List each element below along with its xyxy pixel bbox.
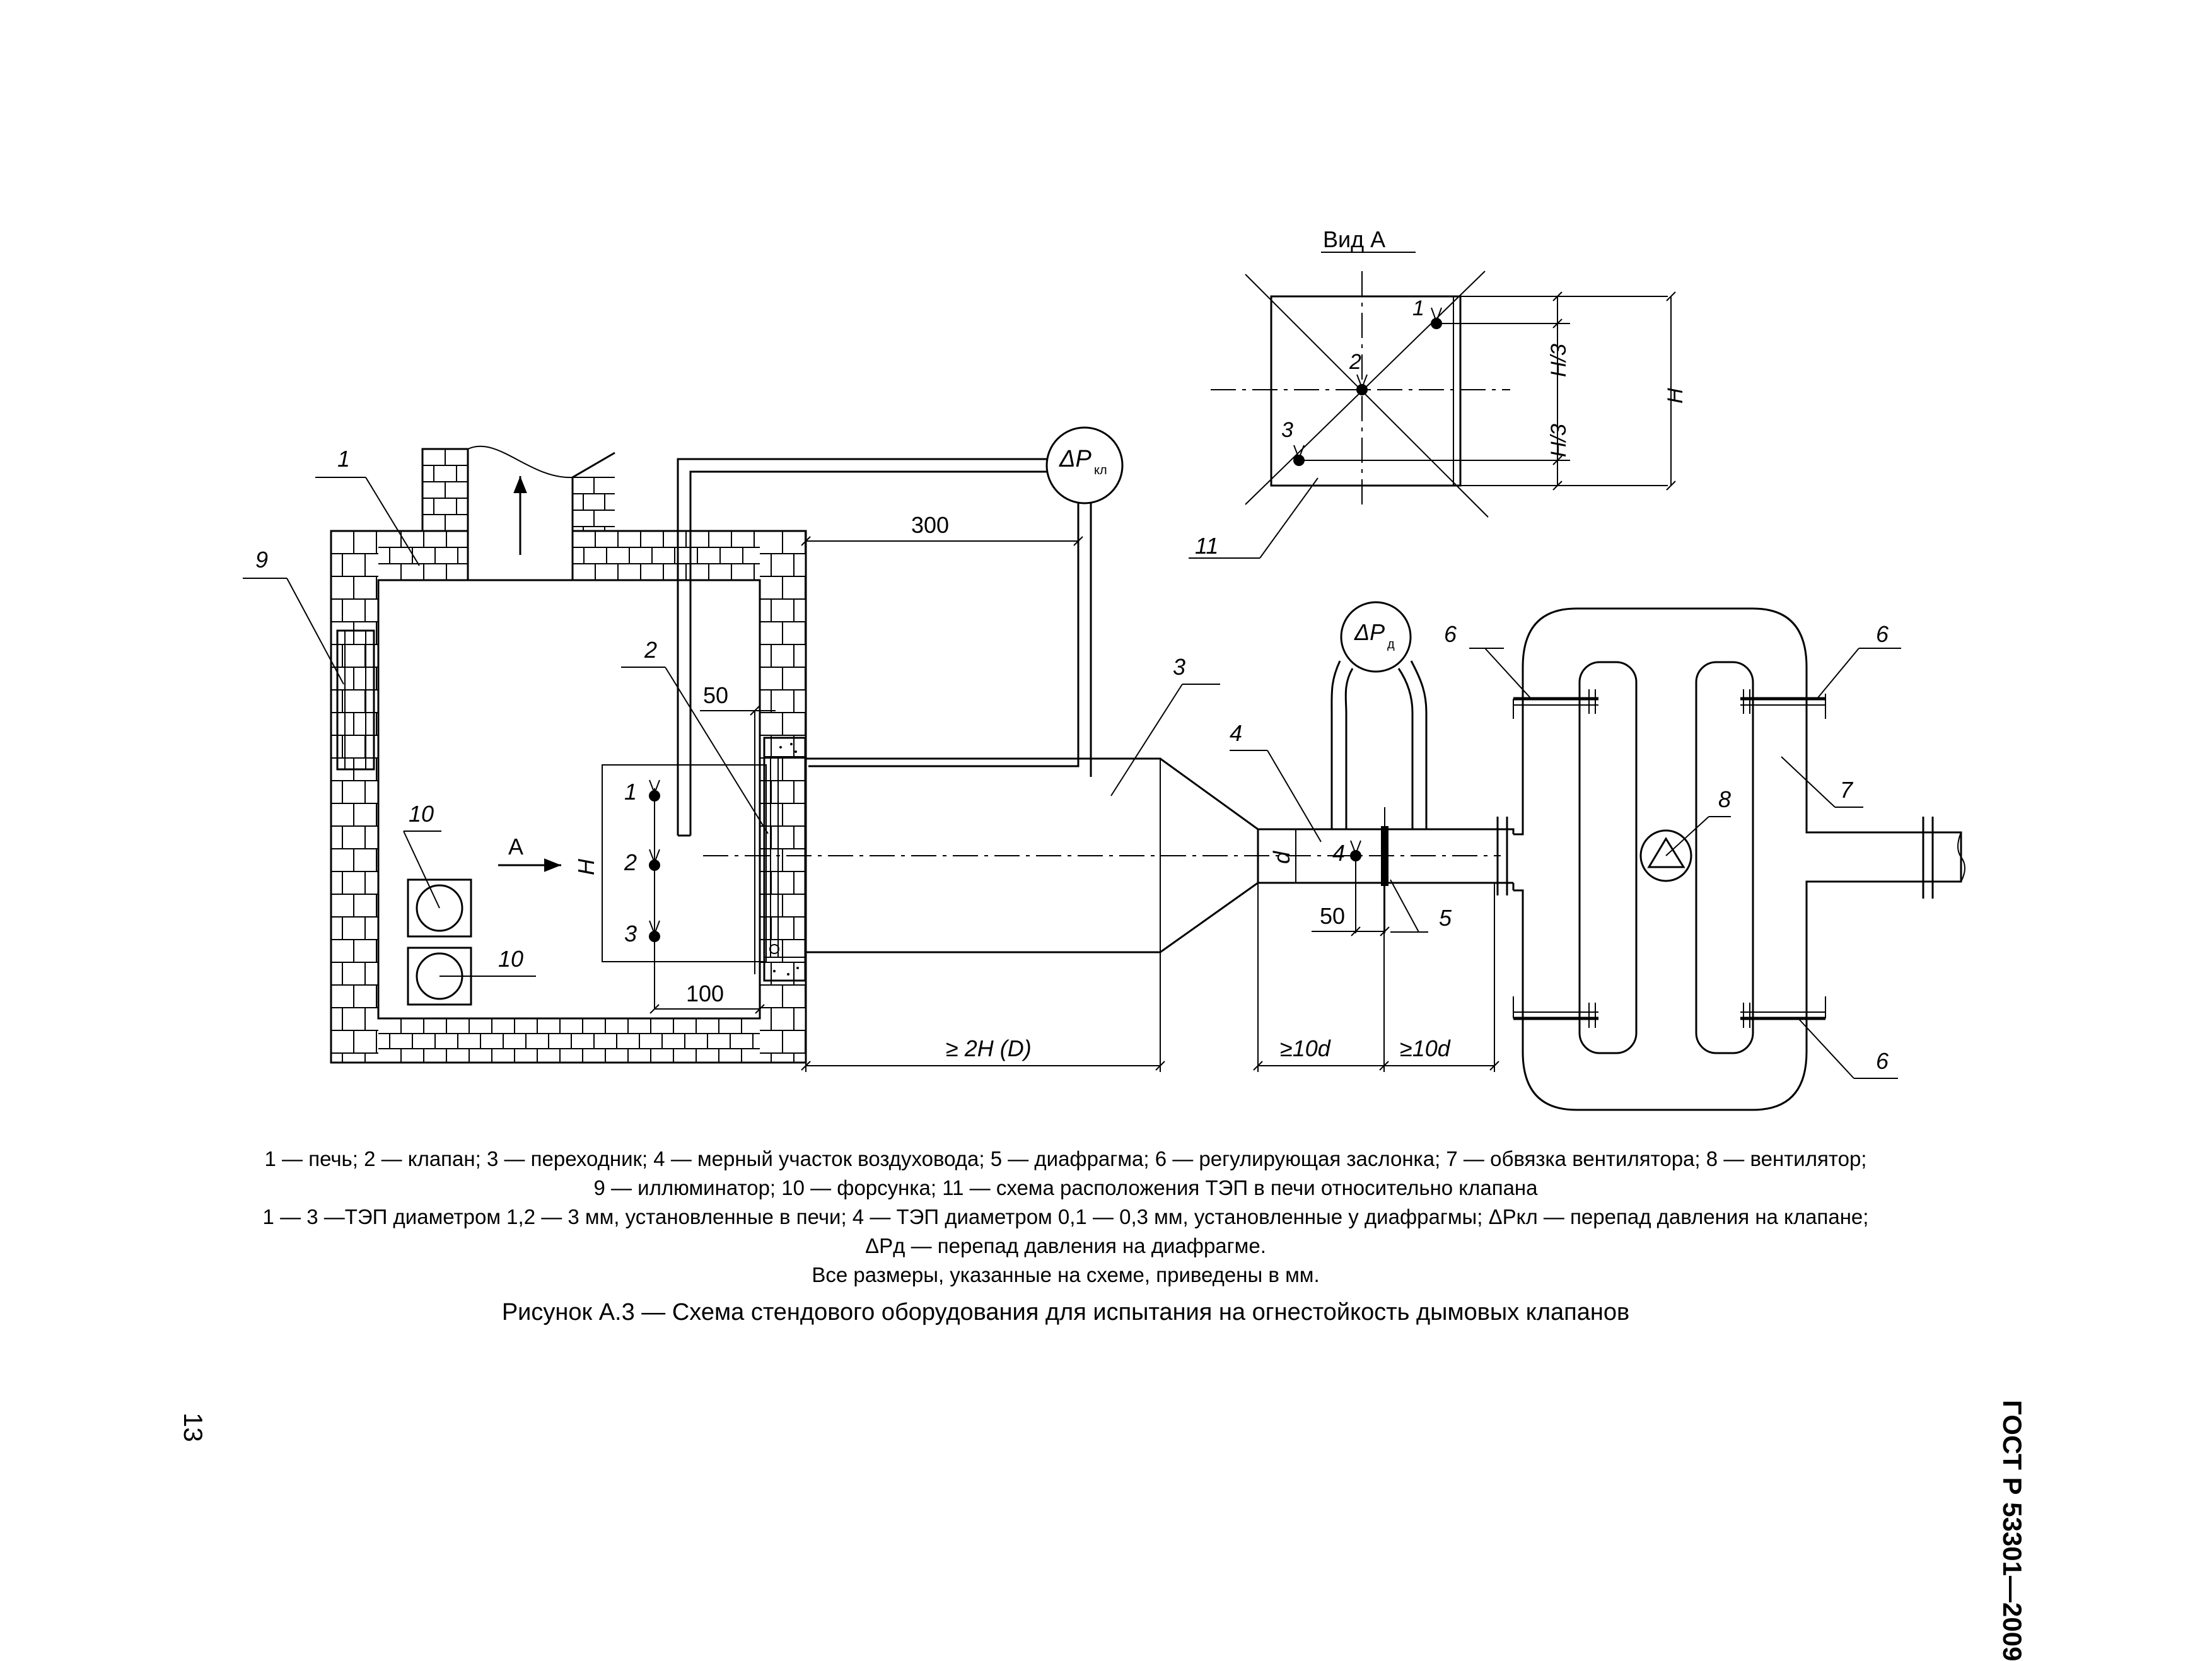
valve-dp-gauge <box>1045 426 1124 504</box>
fan <box>1639 829 1692 882</box>
legend-line-1: 1 — печь; 2 — клапан; 3 — переходник; 4 … <box>264 1147 1867 1170</box>
fan-loop-inner-left <box>1578 661 1638 1054</box>
valve-dp-label: ΔP <box>1059 446 1091 472</box>
dim-50-valve: 50 <box>703 682 728 708</box>
ref-6-bottom-right: 6 <box>1876 1048 1889 1074</box>
ref-7: 7 <box>1840 777 1854 803</box>
arrow-a-label: А <box>508 834 523 860</box>
valve-pressure-gauge: ΔP кл <box>677 426 1124 837</box>
view-a-tep-point-1 <box>1431 318 1442 329</box>
valve-dp-sub: кл <box>1094 463 1107 477</box>
damper-top-right <box>1740 689 1826 719</box>
transition-duct: 300 3 ≥ 2H (D) <box>703 512 1501 1072</box>
ref-9: 9 <box>255 547 268 573</box>
ref-6-top-left: 6 <box>1444 621 1457 647</box>
dim-d: d <box>1269 851 1295 864</box>
diaphragm <box>1381 826 1388 886</box>
dim-10d-right: ≥10d <box>1400 1035 1451 1061</box>
legend-line-5: Все размеры, указанные на схеме, приведе… <box>812 1263 1320 1286</box>
view-a-tep-point-2 <box>1356 384 1368 395</box>
ref-5: 5 <box>1439 905 1452 931</box>
dim-2h: ≥ 2H (D) <box>946 1035 1032 1061</box>
measuring-section: 4 d 50 4 5 ≥10d ≥10d ΔP д <box>1230 601 1515 1072</box>
ref-3: 3 <box>1173 654 1185 680</box>
damper-bottom-right <box>1740 996 1826 1028</box>
ref-11: 11 <box>1195 533 1218 559</box>
figure-title: Рисунок А.3 — Схема стендового оборудова… <box>501 1299 1630 1326</box>
fan-loop: 8 7 <box>1444 607 1965 1111</box>
tep-frame <box>602 764 767 962</box>
view-a-label-2: 2 <box>1349 350 1361 374</box>
furnace: А H 1 2 3 100 1 9 10 10 <box>243 445 807 1064</box>
tep-label-1: 1 <box>624 779 637 805</box>
ref-10-bottom: 10 <box>498 946 523 972</box>
view-a-label-3: 3 <box>1281 418 1293 442</box>
view-a-title: Вид А <box>1323 226 1385 252</box>
fan-loop-inner-right <box>1695 661 1754 1054</box>
legend: 1 — печь; 2 — клапан; 3 — переходник; 4 … <box>189 1145 1942 1290</box>
view-a-dim-full: H <box>1663 388 1687 404</box>
page-number: 13 <box>178 1413 208 1442</box>
tep-label-4: 4 <box>1332 840 1345 866</box>
view-a-valve-outline <box>1270 295 1462 487</box>
view-a-tep-point-3 <box>1293 455 1305 466</box>
legend-line-3: 1 — 3 —ТЭП диаметром 1,2 — 3 мм, установ… <box>262 1205 1869 1228</box>
view-a-dim-third-top: H/3 <box>1547 344 1571 377</box>
legend-line-2: 9 — иллюминатор; 10 — форсунка; 11 — схе… <box>593 1176 1538 1199</box>
dim-10d-left: ≥10d <box>1280 1035 1331 1061</box>
view-a-label-1: 1 <box>1412 296 1424 320</box>
ref-6-top-right: 6 <box>1876 621 1889 647</box>
damper-top-left <box>1513 689 1598 719</box>
burner-top <box>407 878 472 938</box>
ref-4: 4 <box>1230 720 1242 746</box>
view-a-dim-third-bottom: H/3 <box>1547 424 1571 457</box>
test-bench-diagram: Вид А H/3 H/3 H 1 2 3 <box>243 226 1965 1111</box>
damper-bottom-left <box>1513 996 1598 1028</box>
view-a-diagonal <box>1245 274 1489 518</box>
tep-point-2 <box>649 860 660 871</box>
porthole <box>336 629 375 771</box>
tep-point-1 <box>649 790 660 801</box>
furnace-dim-h: H <box>573 858 599 875</box>
diaphragm-dp-gauge <box>1340 601 1412 673</box>
ref-2: 2 <box>644 637 657 663</box>
legend-line-4: ΔPд — перепад давления на диафрагме. <box>865 1234 1266 1257</box>
dim-50-diaphragm: 50 <box>1320 903 1345 929</box>
diaphragm-dp-sub: д <box>1387 638 1395 651</box>
ref-8: 8 <box>1718 786 1731 812</box>
valve: 50 2 <box>621 637 806 982</box>
dim-300: 300 <box>911 512 949 538</box>
brick-masonry <box>331 448 806 1063</box>
tep-label-2: 2 <box>624 849 637 875</box>
tep-point-4 <box>1350 850 1361 861</box>
diaphragm-dp-label: ΔP <box>1354 619 1385 645</box>
ref-10-top: 10 <box>409 801 434 827</box>
standard-code: ГОСТ Р 53301—2009 <box>1998 1400 2027 1661</box>
tep-label-3: 3 <box>624 921 637 947</box>
tep-point-3 <box>649 931 660 942</box>
view-a: Вид А H/3 H/3 H 1 2 3 <box>1189 226 1687 559</box>
valve-body <box>763 737 806 982</box>
ref-1: 1 <box>337 446 350 472</box>
dim-100: 100 <box>686 981 724 1006</box>
